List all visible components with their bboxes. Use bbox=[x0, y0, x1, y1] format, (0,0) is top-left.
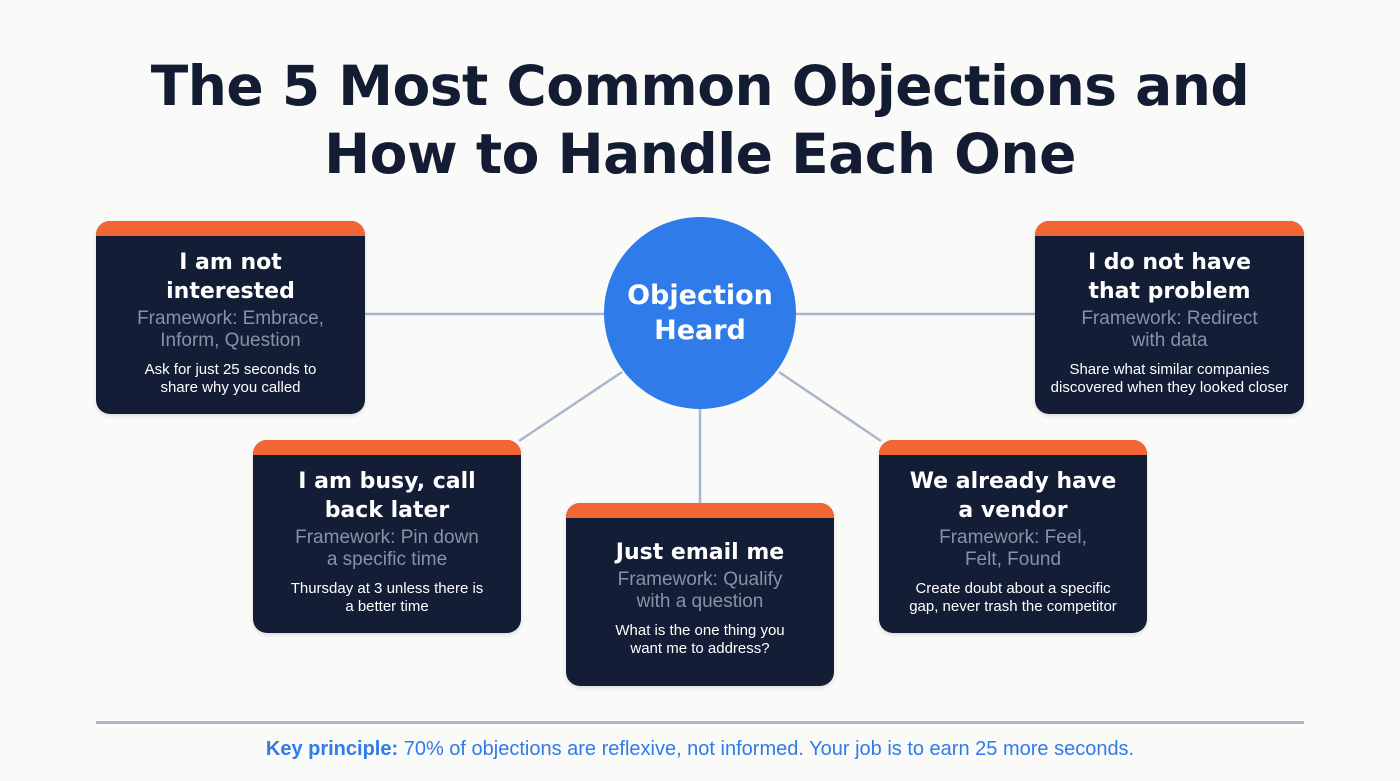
tip-text: Share what similar companies discovered … bbox=[1050, 361, 1289, 396]
connector-to-card-3 bbox=[518, 370, 623, 443]
framework-text: Framework: Redirect with data bbox=[1081, 308, 1258, 351]
framework-text: Framework: Feel, Felt, Found bbox=[939, 527, 1087, 570]
title-line-2: How to Handle Each One bbox=[324, 122, 1076, 186]
framework-text: Framework: Pin down a specific time bbox=[295, 527, 479, 570]
hub-label: Objection Heard bbox=[627, 280, 773, 346]
objection-heading: I am busy, call back later bbox=[298, 469, 476, 523]
key-principle-footer: Key principle: 70% of objections are ref… bbox=[0, 737, 1400, 761]
connector-to-card-5 bbox=[778, 370, 882, 443]
card-accent-bar bbox=[879, 440, 1147, 455]
footer-divider bbox=[96, 721, 1304, 724]
title-line-1: The 5 Most Common Objections and bbox=[150, 54, 1250, 118]
hub-objection-heard: Objection Heard bbox=[604, 217, 796, 409]
objection-heading: We already have a vendor bbox=[909, 469, 1117, 523]
page-title: The 5 Most Common Objections and How to … bbox=[0, 52, 1400, 188]
framework-text: Framework: Embrace, Inform, Question bbox=[137, 308, 324, 351]
objection-card-busy: I am busy, call back later Framework: Pi… bbox=[253, 440, 521, 633]
objection-card-not-interested: I am not interested Framework: Embrace, … bbox=[96, 221, 365, 414]
tip-text: What is the one thing you want me to add… bbox=[615, 622, 785, 657]
key-principle-label: Key principle: bbox=[265, 738, 399, 760]
objection-card-email-me: Just email me Framework: Qualify with a … bbox=[566, 503, 834, 686]
objection-heading: I am not interested bbox=[166, 250, 295, 304]
card-accent-bar bbox=[566, 503, 834, 518]
objection-card-no-problem: I do not have that problem Framework: Re… bbox=[1035, 221, 1304, 414]
objection-card-have-vendor: We already have a vendor Framework: Feel… bbox=[879, 440, 1147, 633]
key-principle-text: 70% of objections are reflexive, not inf… bbox=[398, 738, 1135, 760]
objection-heading: Just email me bbox=[615, 540, 785, 565]
tip-text: Create doubt about a specific gap, never… bbox=[909, 580, 1117, 615]
card-accent-bar bbox=[96, 221, 365, 236]
objection-heading: I do not have that problem bbox=[1087, 250, 1252, 304]
card-accent-bar bbox=[1035, 221, 1304, 236]
tip-text: Thursday at 3 unless there is a better t… bbox=[290, 580, 484, 615]
framework-text: Framework: Qualify with a question bbox=[617, 569, 783, 612]
card-accent-bar bbox=[253, 440, 521, 455]
tip-text: Ask for just 25 seconds to share why you… bbox=[144, 361, 317, 396]
